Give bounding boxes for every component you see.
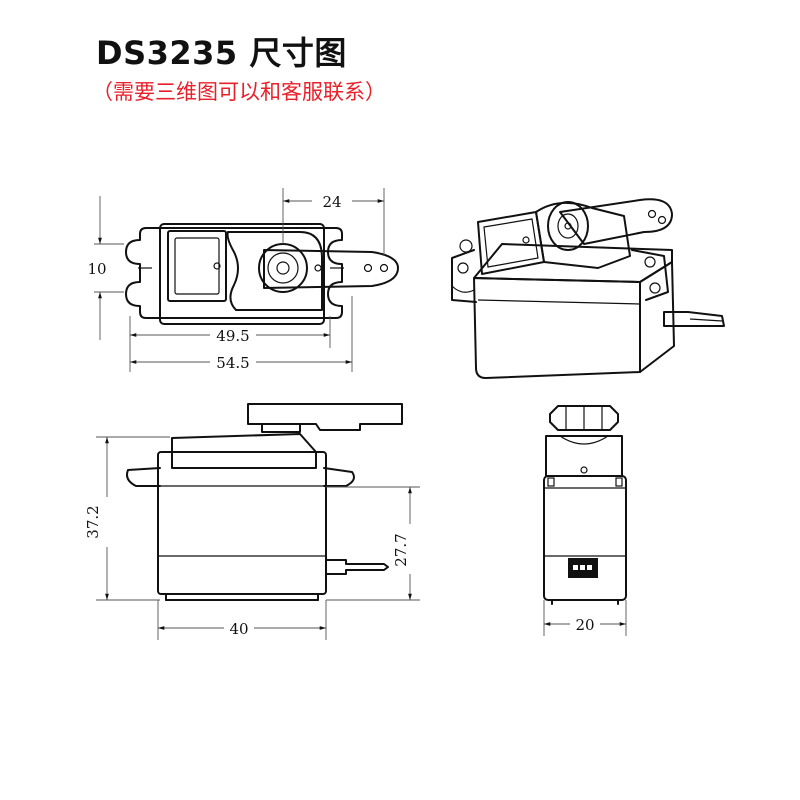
dim-body-width: 20 <box>575 616 594 634</box>
dim-mount-hole-spacing: 10 <box>87 260 106 278</box>
dim-overall-length: 54.5 <box>216 354 249 372</box>
front-view: 37.2 27.7 40 <box>84 403 422 640</box>
side-view: 20 <box>543 405 627 636</box>
page-subtitle: （需要三维图可以和客服联系） <box>92 80 386 104</box>
isometric-view <box>451 198 725 379</box>
dim-horn-offset: 24 <box>322 193 341 211</box>
dim-body-length: 40 <box>229 620 248 638</box>
top-view: 24 10 49.5 54.5 <box>87 188 399 372</box>
page-title: DS3235 尺寸图 <box>96 34 347 72</box>
dim-mount-hole-span: 49.5 <box>216 327 249 345</box>
dim-overall-height: 37.2 <box>84 505 102 538</box>
dim-body-height: 27.7 <box>392 533 410 566</box>
